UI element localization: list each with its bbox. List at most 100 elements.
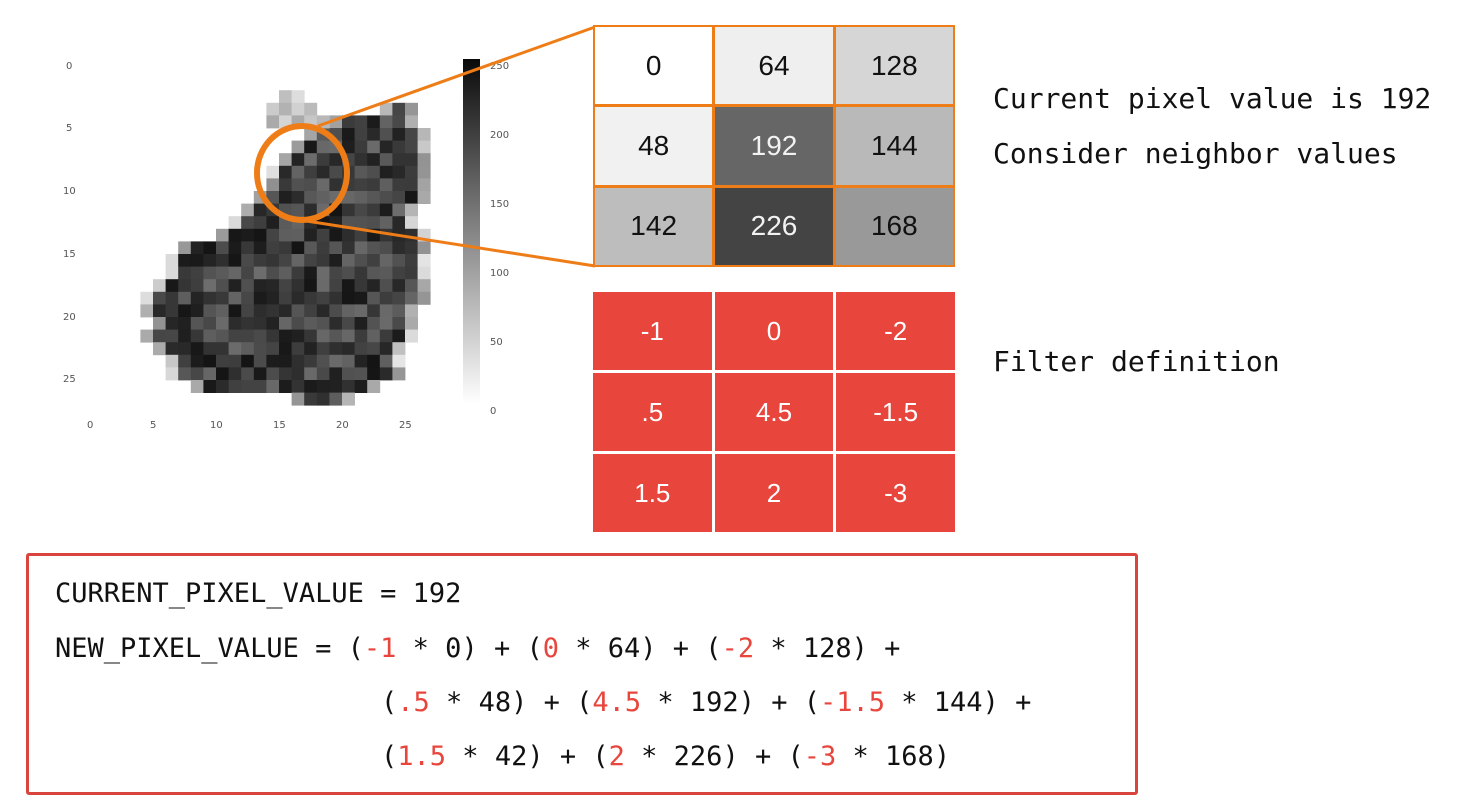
- shoe-pixel: [354, 165, 368, 179]
- shoe-pixel: [253, 216, 267, 230]
- shoe-pixel: [354, 216, 368, 230]
- shoe-pixel: [329, 367, 343, 381]
- shoe-pixel: [203, 380, 217, 393]
- code-pixel: 168: [885, 741, 934, 772]
- shoe-pixel: [405, 165, 418, 179]
- shoe-pixel: [203, 354, 217, 368]
- shoe-pixel: [379, 140, 393, 154]
- shoe-pixel: [266, 178, 280, 192]
- shoe-image-figure: 250 200 150 100 50 0 0 5 10 15 20 25 0 5…: [0, 0, 600, 460]
- code-weight: -2: [721, 633, 755, 664]
- shoe-pixel: [216, 291, 229, 305]
- shoe-pixel: [291, 279, 305, 293]
- shoe-pixel: [241, 329, 255, 343]
- shoe-pixel: [316, 254, 330, 267]
- shoe-pixel: [354, 266, 368, 280]
- shoe-pixel: [241, 228, 255, 242]
- shoe-pixel-image: [140, 90, 431, 406]
- shoe-pixel: [367, 367, 381, 381]
- shoe-pixel: [342, 115, 355, 129]
- shoe-pixel: [417, 254, 431, 267]
- shoe-pixel: [291, 178, 305, 192]
- shoe-pixel: [291, 203, 305, 217]
- shoe-pixel: [165, 291, 179, 305]
- shoe-pixel: [379, 102, 393, 116]
- x-axis-tick: 5: [150, 420, 156, 431]
- shoe-pixel: [354, 140, 368, 154]
- shoe-pixel: [241, 266, 255, 280]
- caption-filter-definition: Filter definition: [993, 345, 1280, 378]
- shoe-pixel: [153, 317, 166, 330]
- shoe-pixel: [354, 342, 368, 356]
- shoe-pixel: [316, 317, 330, 330]
- shoe-pixel: [291, 254, 305, 267]
- shoe-pixel: [392, 367, 406, 381]
- shoe-pixel: [342, 140, 355, 154]
- shoe-pixel: [279, 367, 292, 381]
- shoe-pixel: [367, 178, 381, 192]
- shoe-pixel: [165, 329, 179, 343]
- shoe-pixel: [316, 329, 330, 343]
- shoe-pixel: [266, 102, 280, 116]
- shoe-pixel: [354, 241, 368, 255]
- shoe-pixel: [354, 329, 368, 343]
- pixel-cell: 144: [835, 107, 953, 185]
- filter-cell: 4.5: [714, 373, 834, 451]
- code-line-continuation: (.5 * 48) + (4.5 * 192) + (-1.5 * 144) +: [381, 687, 1032, 718]
- shoe-pixel: [417, 266, 431, 280]
- shoe-pixel: [291, 317, 305, 330]
- shoe-pixel: [304, 354, 318, 368]
- shoe-pixel: [379, 266, 393, 280]
- shoe-pixel: [304, 178, 318, 192]
- shoe-pixel: [367, 203, 381, 217]
- shoe-pixel: [405, 241, 418, 255]
- shoe-pixel: [178, 254, 192, 267]
- shoe-pixel: [190, 367, 204, 381]
- shoe-pixel: [405, 203, 418, 217]
- shoe-pixel: [354, 367, 368, 381]
- shoe-pixel: [178, 354, 192, 368]
- shoe-pixel: [342, 380, 355, 393]
- shoe-pixel: [291, 191, 305, 204]
- shoe-pixel: [417, 153, 431, 167]
- shoe-pixel: [279, 291, 292, 305]
- shoe-pixel: [379, 191, 393, 204]
- shoe-pixel: [392, 342, 406, 356]
- shoe-pixel: [367, 329, 381, 343]
- shoe-pixel: [291, 329, 305, 343]
- shoe-pixel: [203, 367, 217, 381]
- shoe-pixel: [392, 329, 406, 343]
- shoe-pixel: [342, 266, 355, 280]
- shoe-pixel: [342, 392, 355, 406]
- code-line-new-value: NEW_PIXEL_VALUE = (-1 * 0) + (0 * 64) + …: [55, 633, 901, 664]
- shoe-pixel: [228, 304, 242, 318]
- shoe-pixel: [304, 291, 318, 305]
- shoe-pixel: [266, 279, 280, 293]
- shoe-pixel: [417, 279, 431, 293]
- code-pixel: 42: [494, 741, 528, 772]
- shoe-pixel: [153, 342, 166, 356]
- code-weight: -3: [803, 741, 837, 772]
- shoe-pixel: [392, 140, 406, 154]
- filter-cell: -1.5: [836, 373, 955, 451]
- code-pixel: 128: [802, 633, 852, 664]
- shoe-pixel: [417, 165, 431, 179]
- shoe-pixel: [405, 317, 418, 330]
- shoe-pixel: [329, 304, 343, 318]
- x-axis-tick: 0: [87, 420, 93, 431]
- shoe-pixel: [190, 304, 204, 318]
- shoe-pixel: [304, 128, 318, 141]
- shoe-pixel: [203, 291, 217, 305]
- shoe-pixel: [241, 304, 255, 318]
- shoe-pixel: [367, 354, 381, 368]
- shoe-pixel: [342, 317, 355, 330]
- pixel-neighborhood-grid: 0 64 128 48 192 144 142 226 168: [593, 25, 955, 267]
- shoe-pixel: [304, 367, 318, 381]
- caption-neighbor-values: Consider neighbor values: [993, 137, 1398, 170]
- shoe-pixel: [354, 279, 368, 293]
- shoe-pixel: [241, 367, 255, 381]
- shoe-pixel: [329, 254, 343, 267]
- colorbar-tick: 150: [490, 199, 509, 210]
- shoe-pixel: [228, 279, 242, 293]
- colorbar-tick: 200: [490, 130, 509, 141]
